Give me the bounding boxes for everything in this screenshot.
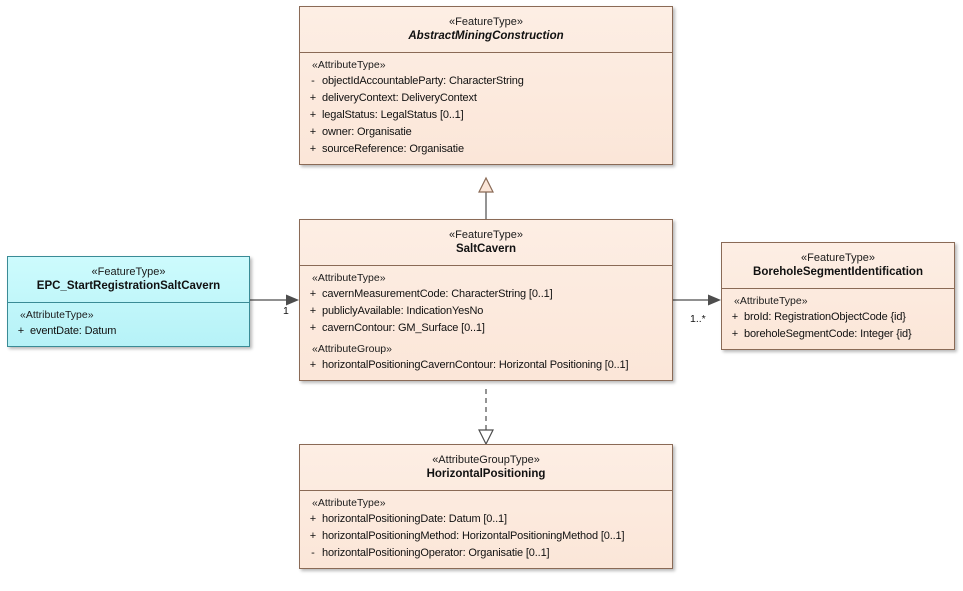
attribute-visibility: - — [311, 547, 315, 559]
compartment-divider — [722, 288, 954, 289]
attribute-visibility: + — [309, 513, 317, 525]
attribute-row: + owner: Organisatie — [304, 124, 668, 141]
attribute-text: deliveryContext: DeliveryContext — [322, 92, 477, 104]
attribute-text: publiclyAvailable: IndicationYesNo — [322, 305, 484, 317]
class-header: «FeatureType» SaltCavern — [300, 220, 672, 265]
attribute-text: horizontalPositioningMethod: HorizontalP… — [322, 530, 625, 542]
class-name: SaltCavern — [455, 243, 517, 255]
class-epc-start-registration-salt-cavern[interactable]: «FeatureType» EPC_StartRegistrationSaltC… — [7, 256, 250, 347]
attribute-text: broId: RegistrationObjectCode {id} — [744, 311, 906, 323]
attribute-text: objectIdAccountableParty: CharacterStrin… — [322, 75, 524, 87]
attribute-row: + horizontalPositioningDate: Datum [0..1… — [304, 511, 668, 528]
attribute-row: + broId: RegistrationObjectCode {id} — [726, 309, 950, 326]
attribute-row: + boreholeSegmentCode: Integer {id} — [726, 326, 950, 343]
compartment-label: «AttributeType» — [312, 59, 386, 71]
attribute-visibility: + — [309, 305, 317, 317]
attribute-text: horizontalPositioningDate: Datum [0..1] — [322, 513, 507, 525]
compartment-label: «AttributeType» — [312, 497, 386, 509]
attribute-visibility: + — [309, 143, 317, 155]
attribute-row: + eventDate: Datum — [12, 323, 245, 340]
class-salt-cavern[interactable]: «FeatureType» SaltCavern «AttributeType»… — [299, 219, 673, 381]
class-stereotype: «FeatureType» — [801, 252, 875, 264]
attribute-row: + horizontalPositioningCavernContour: Ho… — [304, 357, 668, 374]
class-name: EPC_StartRegistrationSaltCavern — [36, 280, 221, 292]
attribute-visibility: + — [309, 126, 317, 138]
class-stereotype: «FeatureType» — [449, 16, 523, 28]
class-abstract-mining-construction[interactable]: «FeatureType» AbstractMiningConstruction… — [299, 6, 673, 165]
class-stereotype: «FeatureType» — [449, 229, 523, 241]
attribute-text: owner: Organisatie — [322, 126, 412, 138]
attribute-text: cavernMeasurementCode: CharacterString [… — [322, 288, 553, 300]
attribute-row: - horizontalPositioningOperator: Organis… — [304, 545, 668, 562]
compartment-divider — [300, 490, 672, 491]
compartment-label: «AttributeGroup» — [312, 343, 392, 355]
class-name: HorizontalPositioning — [426, 468, 546, 480]
attribute-row: - objectIdAccountableParty: CharacterStr… — [304, 73, 668, 90]
compartment-divider — [300, 52, 672, 53]
class-name: AbstractMiningConstruction — [408, 30, 564, 42]
class-borehole-segment-identification[interactable]: «FeatureType» BoreholeSegmentIdentificat… — [721, 242, 955, 350]
attribute-visibility: + — [309, 92, 317, 104]
multiplicity-label-borehole-target: 1..* — [690, 313, 706, 325]
attribute-text: boreholeSegmentCode: Integer {id} — [744, 328, 912, 340]
attribute-row: + cavernMeasurementCode: CharacterString… — [304, 286, 668, 303]
attribute-row: + legalStatus: LegalStatus [0..1] — [304, 107, 668, 124]
attribute-text: eventDate: Datum — [30, 325, 117, 337]
attribute-visibility: + — [731, 311, 739, 323]
attribute-row: + deliveryContext: DeliveryContext — [304, 90, 668, 107]
attribute-text: sourceReference: Organisatie — [322, 143, 464, 155]
attribute-text: legalStatus: LegalStatus [0..1] — [322, 109, 464, 121]
class-stereotype: «FeatureType» — [91, 266, 166, 278]
attribute-visibility: + — [17, 325, 25, 337]
attribute-visibility: + — [731, 328, 739, 340]
class-horizontal-positioning[interactable]: «AttributeGroupType» HorizontalPositioni… — [299, 444, 673, 569]
attribute-text: horizontalPositioningOperator: Organisat… — [322, 547, 550, 559]
class-header: «FeatureType» BoreholeSegmentIdentificat… — [722, 243, 954, 288]
attribute-row: + sourceReference: Organisatie — [304, 141, 668, 158]
attribute-visibility: + — [309, 322, 317, 334]
class-header: «FeatureType» EPC_StartRegistrationSaltC… — [8, 257, 249, 302]
attribute-compartment: «AttributeType» + broId: RegistrationObj… — [722, 289, 954, 349]
dependency-arrowhead — [478, 429, 494, 446]
association-arrowhead-borehole — [708, 294, 721, 306]
attribute-row: + horizontalPositioningMethod: Horizonta… — [304, 528, 668, 545]
multiplicity-label-epc-source: 1 — [283, 305, 289, 317]
generalization-arrowhead — [478, 176, 494, 193]
compartment-divider — [300, 265, 672, 266]
class-name: BoreholeSegmentIdentification — [753, 266, 923, 278]
class-header: «FeatureType» AbstractMiningConstruction — [300, 7, 672, 52]
attribute-row: + cavernContour: GM_Surface [0..1] — [304, 320, 668, 337]
attribute-text: cavernContour: GM_Surface [0..1] — [322, 322, 485, 334]
compartment-divider — [8, 302, 249, 303]
attribute-compartment: «AttributeType» + cavernMeasurementCode:… — [300, 266, 672, 380]
attribute-text: horizontalPositioningCavernContour: Hori… — [322, 359, 629, 371]
compartment-label: «AttributeType» — [312, 272, 386, 284]
attribute-visibility: + — [309, 530, 317, 542]
association-arrowhead-saltcavern — [286, 294, 299, 306]
attribute-compartment: «AttributeType» + eventDate: Datum — [8, 303, 249, 346]
attribute-compartment: «AttributeType» + horizontalPositioningD… — [300, 491, 672, 568]
attribute-visibility: + — [309, 359, 317, 371]
attribute-visibility: + — [309, 109, 317, 121]
attribute-visibility: + — [309, 288, 317, 300]
attribute-compartment: «AttributeType» - objectIdAccountablePar… — [300, 53, 672, 164]
attribute-row: + publiclyAvailable: IndicationYesNo — [304, 303, 668, 320]
class-stereotype: «AttributeGroupType» — [432, 454, 540, 466]
attribute-visibility: - — [311, 75, 315, 87]
compartment-label: «AttributeType» — [734, 295, 808, 307]
compartment-label: «AttributeType» — [20, 309, 94, 321]
class-header: «AttributeGroupType» HorizontalPositioni… — [300, 445, 672, 490]
